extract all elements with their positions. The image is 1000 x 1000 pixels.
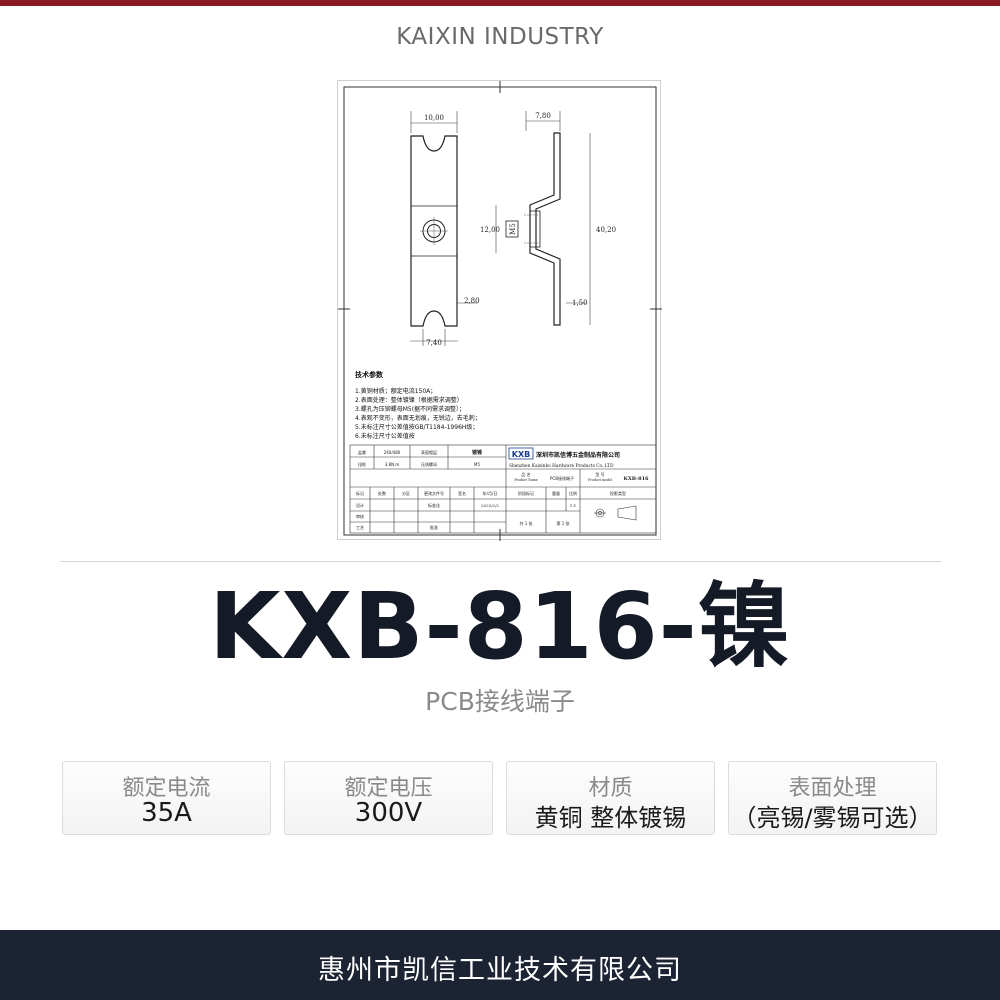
spec-label: 额定电流 bbox=[122, 776, 211, 801]
tb-cell: 镀镍 bbox=[472, 449, 482, 456]
spec-label: 材质 bbox=[588, 776, 633, 801]
tb-sign-header: 年/月/日 bbox=[483, 490, 498, 496]
tb-sign-header: 更改文件号 bbox=[424, 490, 444, 496]
tb-sheet-no: 第 1 张 bbox=[556, 520, 569, 526]
tb-design: 设计 bbox=[356, 502, 364, 508]
tb-product-name-label: 品 名 bbox=[521, 471, 530, 477]
dim-thickness-a: 2,80 bbox=[464, 297, 480, 305]
spec-value: 300V bbox=[354, 798, 423, 828]
tb-sheets-total: 共 1 张 bbox=[519, 520, 532, 526]
spec-value: 35A bbox=[141, 798, 192, 828]
technical-drawing: 10,00 7,40 2,80 M5 7,80 12,00 40,20 1,50… bbox=[337, 80, 662, 541]
tb-review: 审核 bbox=[356, 513, 364, 519]
spec-label: 额定电压 bbox=[344, 776, 433, 801]
tb-cell: 压线螺母 bbox=[421, 461, 437, 467]
tb-model: KXB-816 bbox=[623, 476, 649, 482]
tb-model-label: 型 号 bbox=[595, 471, 604, 477]
dim-bottom-width: 7,40 bbox=[426, 339, 442, 347]
dim-side-width: 7,80 bbox=[535, 112, 551, 120]
dim-hole-height: 12,00 bbox=[480, 226, 500, 234]
tb-sign-header: 重量 bbox=[552, 490, 560, 496]
spec-value: （亮锡/雾锡可选） bbox=[732, 804, 933, 832]
tb-craft: 工艺 bbox=[356, 525, 364, 530]
spec-card-voltage: 额定电压 300V bbox=[284, 761, 493, 835]
tech-line: 3.螺孔为压铆螺母M5(据不同需求调整）； bbox=[355, 405, 465, 413]
tb-cell: 盐雾 bbox=[358, 449, 366, 455]
tech-line: 5.未标注尺寸公差值按GB/T1184-1996H级； bbox=[355, 423, 478, 431]
tech-title: 技术参数 bbox=[355, 370, 384, 379]
dim-top-width: 10,00 bbox=[424, 114, 444, 122]
tb-cell: 240/480 bbox=[384, 450, 401, 455]
tb-approve: 批准 bbox=[430, 524, 438, 530]
projection-symbol-icon bbox=[594, 505, 637, 521]
tb-date: 2025/2/2 bbox=[481, 503, 499, 508]
company-name-en: Shenzhen Kaixinbo Hardware Products Co.,… bbox=[509, 464, 614, 469]
tb-product-name-label-en: Product Name bbox=[514, 478, 537, 482]
spec-label: 表面处理 bbox=[788, 776, 877, 801]
company-logo bbox=[508, 447, 534, 460]
section-divider bbox=[60, 561, 941, 562]
side-view-nut bbox=[529, 210, 541, 248]
tb-standardize: 标准化 bbox=[428, 502, 440, 508]
tb-model-label-en: Product model bbox=[588, 478, 612, 482]
tb-cell: 3.8N.m bbox=[385, 462, 400, 467]
footer-bar: 惠州市凯信工业技术有限公司 bbox=[0, 930, 1000, 1000]
product-model-title: KXB-816-镍 bbox=[209, 573, 791, 680]
tb-sign-header: 签名 bbox=[458, 490, 466, 496]
company-logo-text: KXB bbox=[512, 450, 530, 459]
drawing-svg: 10,00 7,40 2,80 M5 7,80 12,00 40,20 1,50… bbox=[338, 81, 662, 541]
tb-sign-header: 比例 bbox=[569, 490, 577, 496]
tb-scale: 1:1 bbox=[570, 503, 576, 508]
company-name-cn: 深圳市凯信博五金制品有限公司 bbox=[536, 451, 620, 459]
tb-sign-header: 分区 bbox=[402, 490, 410, 496]
tb-sign-header: 阶段标记 bbox=[518, 490, 534, 496]
tb-projection: 投影类型 bbox=[610, 490, 626, 496]
footer-company-name: 惠州市凯信工业技术有限公司 bbox=[318, 955, 682, 986]
front-view-outline bbox=[410, 135, 458, 327]
tb-cell: 扭矩 bbox=[358, 461, 366, 467]
tb-cell: 表面镀层 bbox=[421, 449, 437, 455]
tb-product-name: PCB接线端子 bbox=[550, 475, 574, 481]
product-subtitle: PCB接线端子 bbox=[425, 687, 575, 716]
tb-sign-header: 处数 bbox=[378, 490, 386, 496]
side-view-outline bbox=[529, 132, 561, 326]
top-accent-bar bbox=[0, 0, 1000, 6]
spec-value: 黄铜 整体镀锡 bbox=[534, 804, 687, 832]
dim-thickness-b: 1,50 bbox=[572, 299, 588, 307]
title-block-grid bbox=[349, 444, 657, 534]
tech-line: 6.未标注尺寸公差值按 bbox=[355, 432, 415, 440]
thread-callout-box bbox=[505, 220, 519, 238]
spec-card-material: 材质 黄铜 整体镀锡 bbox=[506, 761, 715, 835]
tech-line: 1.黄铜材质；额定电流150A； bbox=[355, 387, 436, 395]
thread-label: M5 bbox=[509, 223, 517, 235]
tb-cell: M5 bbox=[474, 462, 480, 467]
spec-card-surface: 表面处理 （亮锡/雾锡可选） bbox=[728, 761, 937, 835]
brand-name: KAIXIN INDUSTRY bbox=[396, 24, 604, 50]
dim-total-height: 40,20 bbox=[596, 226, 616, 234]
tech-line: 2.表面处理：整体镀镍（根据需求调整） bbox=[355, 396, 463, 404]
spec-card-current: 额定电流 35A bbox=[62, 761, 271, 835]
tb-sign-header: 标记 bbox=[356, 490, 364, 496]
tech-line: 4.表观不变形，表面无划痕，无锐边，去毛刺； bbox=[355, 414, 481, 422]
